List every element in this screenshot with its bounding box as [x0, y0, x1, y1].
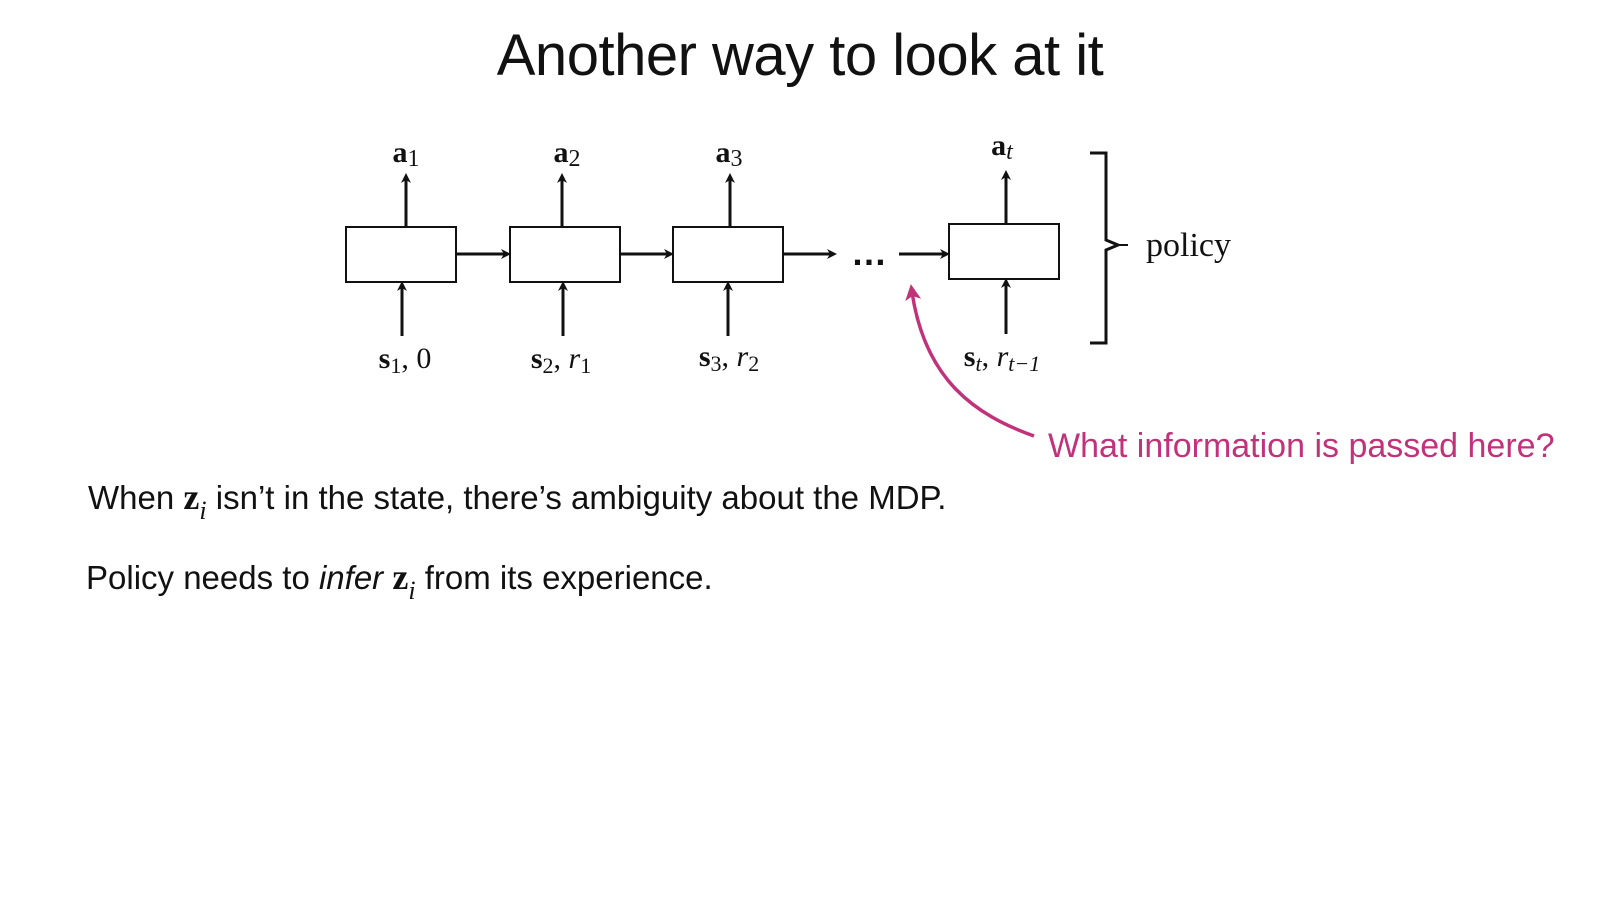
body-line-1: When zi isn’t in the state, there’s ambi…	[88, 476, 947, 525]
action-sub-2: 2	[569, 146, 581, 172]
policy-brace	[1090, 151, 1122, 345]
input-label-t: st, rt−1	[964, 340, 1040, 376]
input-state-sub-t: t	[975, 351, 982, 376]
action-sub-3: 3	[731, 146, 743, 172]
policy-label: policy	[1146, 227, 1231, 264]
action-label-2: a2	[554, 136, 581, 172]
body-line-2-emphasis: infer	[318, 559, 384, 596]
action-label-t: at	[991, 129, 1014, 165]
input-reward-sub-t: t−1	[1008, 351, 1040, 376]
input-reward-1: 0	[416, 342, 431, 375]
action-sub-t: t	[1006, 139, 1014, 165]
input-sep-2: ,	[554, 342, 569, 375]
input-state-sub-2: 2	[543, 353, 554, 378]
input-label-3: s3, r2	[699, 340, 759, 376]
input-state-t: s	[964, 340, 976, 373]
action-label-1: a1	[393, 136, 420, 172]
annotation-arrow	[905, 284, 1035, 438]
annotation-text: What information is passed here?	[1048, 427, 1554, 465]
input-sep-1: ,	[401, 342, 416, 375]
body-line-2: Policy needs to infer zi from its experi…	[86, 556, 713, 605]
action-var-t: a	[991, 129, 1006, 162]
input-label-2: s2, r1	[531, 342, 591, 378]
z-subscript: i	[408, 576, 416, 605]
input-reward-sub-3: 2	[748, 351, 759, 376]
input-sep-t: ,	[982, 340, 997, 373]
input-state-2: s	[531, 342, 543, 375]
action-var-3: a	[716, 136, 731, 169]
input-sep-3: ,	[722, 340, 737, 373]
action-label-3: a3	[716, 136, 743, 172]
input-reward-t: r	[997, 340, 1009, 373]
rnn-cell-1	[345, 226, 457, 283]
ellipsis: …	[851, 232, 887, 273]
input-state-1: s	[379, 342, 391, 375]
input-reward-sub-2: 1	[580, 353, 591, 378]
z-subscript: i	[199, 496, 207, 525]
rnn-cell-2	[509, 226, 621, 283]
body-line-2-before: Policy needs to	[86, 559, 319, 596]
slide-title: Another way to look at it	[496, 23, 1104, 88]
z-variable: z	[392, 557, 409, 597]
action-var-1: a	[393, 136, 408, 169]
rnn-cell-3	[672, 226, 784, 283]
body-line-1-after: isn’t in the state, there’s ambiguity ab…	[206, 479, 947, 516]
action-var-2: a	[554, 136, 569, 169]
rnn-cell-t	[948, 223, 1060, 280]
input-reward-2: r	[569, 342, 581, 375]
input-reward-3: r	[737, 340, 749, 373]
input-state-3: s	[699, 340, 711, 373]
body-line-2-after: from its experience.	[415, 559, 713, 596]
action-sub-1: 1	[408, 146, 420, 172]
z-variable: z	[183, 477, 200, 517]
body-line-1-before: When	[88, 479, 184, 516]
input-state-sub-3: 3	[711, 351, 722, 376]
input-state-sub-1: 1	[390, 353, 401, 378]
input-label-1: s1, 0	[379, 342, 432, 378]
